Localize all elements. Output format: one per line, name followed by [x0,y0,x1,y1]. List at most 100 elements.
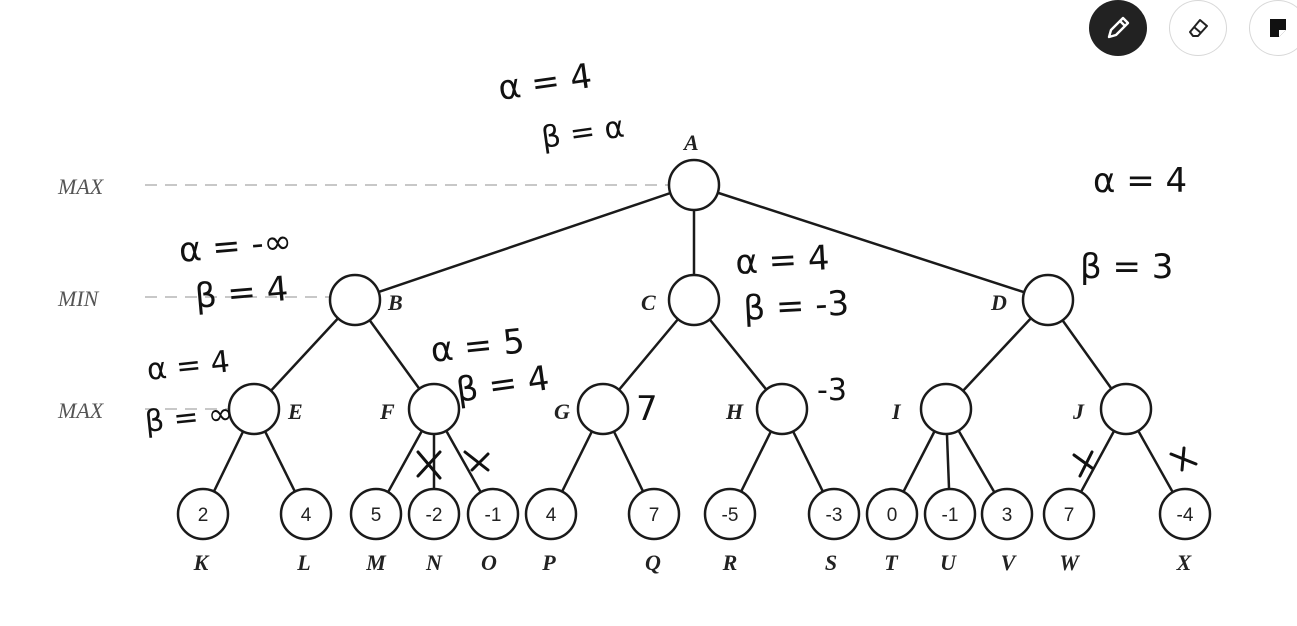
node-label-e: E [287,399,303,424]
annotation-a-beta: β = α [539,110,626,156]
leaf-value: 2 [198,505,209,526]
annotation-d-alpha: α = 4 [1093,161,1187,201]
leaf-value: 3 [1002,505,1013,526]
leaf-circle [865,487,919,541]
leaf-circle [466,487,520,541]
leaf-o: -1 O [466,487,520,575]
leaf-value: -2 [426,505,443,526]
leaf-value: 0 [887,505,898,526]
node-f [407,382,461,436]
leaf-s: -3 S [807,487,861,575]
leaf-u: -1 U [923,487,977,575]
prune-mark-x [1169,446,1198,472]
annotation-a-alpha: α = 4 [496,56,595,109]
annotation-c-beta: β = -3 [742,284,850,329]
leaf-circle [279,487,333,541]
leaf-p: 4 P [524,487,578,575]
edge-a-d [693,183,1049,302]
eraser-icon [1189,19,1208,37]
leaf-k: 2 K [176,487,230,575]
leaf-v: 3 V [980,487,1034,575]
level-label-max: MAX [57,174,105,199]
leaf-l: 4 L [279,487,333,575]
node-a [667,158,721,212]
leaf-value: 5 [371,505,382,526]
leaf-circle [524,487,578,541]
leaf-label: W [1059,550,1080,575]
sticky-note-icon [1270,19,1286,37]
leaf-label: T [884,550,899,575]
annotation-g-value: 7 [636,389,658,429]
node-label-j: J [1072,399,1085,424]
leaf-q: 7 Q [627,487,681,575]
leaf-label: O [481,550,497,575]
prune-mark-w [1072,450,1094,478]
node-label-g: G [554,399,570,424]
leaf-w: 7 W [1042,487,1096,575]
leaf-circle [980,487,1034,541]
leaf-value: -1 [942,505,959,526]
node-i [919,382,973,436]
leaf-circle [407,487,461,541]
node-label-h: H [725,399,744,424]
leaf-label: Q [645,550,661,575]
edge-a-b [354,183,695,302]
leaf-value: -5 [722,505,739,526]
leaf-label: V [1001,550,1018,575]
leaf-value: -3 [826,505,843,526]
node-label-b: B [387,290,403,315]
leaf-circle [807,487,861,541]
leaf-label: X [1176,550,1193,575]
node-label-d: D [990,290,1007,315]
level-label-max-2: MAX [57,398,105,423]
annotation-h-value: -3 [817,373,847,408]
node-label-i: I [891,399,902,424]
node-label-c: C [641,290,656,315]
leaf-label: M [365,550,387,575]
annotation-d-beta: β = 3 [1080,247,1173,287]
tree-edges [201,183,1187,515]
node-b [328,273,382,327]
leaf-value: -4 [1177,505,1194,526]
node-j [1099,382,1153,436]
pencil-icon [1107,16,1130,39]
leaf-circle [703,487,757,541]
leaf-label: N [425,550,443,575]
leaf-label: P [541,550,556,575]
prune-mark-n [416,450,442,480]
leaf-circle [1042,487,1096,541]
level-guides [145,184,670,410]
leaf-r: -5 R [703,487,757,575]
leaf-t: 0 T [865,487,919,575]
leaf-m: 5 M [349,487,403,575]
leaf-n: -2 N [407,487,461,575]
node-g [576,382,630,436]
leaf-label: U [940,550,957,575]
node-h [755,382,809,436]
leaf-circle [1158,487,1212,541]
node-d [1021,273,1075,327]
leaf-label: S [825,550,837,575]
annotation-e-alpha: α = 4 [145,344,231,387]
leaf-label: K [193,550,210,575]
node-c [667,273,721,327]
pen-tool-button[interactable] [1089,0,1147,56]
eraser-tool-button[interactable] [1169,0,1227,56]
leaf-circle [627,487,681,541]
sticky-note-tool-button[interactable] [1249,0,1297,56]
leaf-circle [923,487,977,541]
leaf-circle [349,487,403,541]
annotation-e-beta: β = ∞ [143,396,235,440]
level-label-min: MIN [57,286,100,311]
internal-nodes [227,158,1153,436]
leaf-circle [176,487,230,541]
leaf-x: -4 X [1158,487,1212,575]
leaf-value: 7 [1064,505,1075,526]
annotation-b-beta: β = 4 [193,269,290,317]
prune-marks [416,446,1198,480]
annotation-f-alpha: α = 5 [429,321,527,371]
node-e [227,382,281,436]
leaf-value: 4 [301,505,312,526]
node-label-a: A [682,130,699,155]
